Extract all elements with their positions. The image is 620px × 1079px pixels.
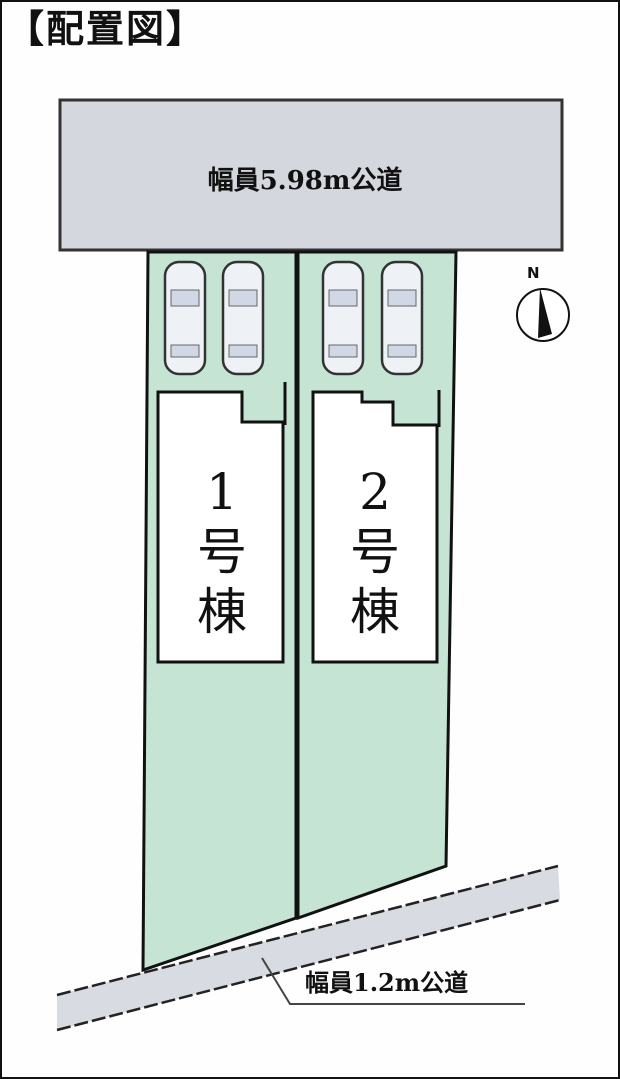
lot-2-suffix: 号 <box>350 523 400 581</box>
house-2 <box>311 390 439 664</box>
south-road-label: 幅員1.2m公道 <box>305 968 469 997</box>
car-icon <box>380 260 424 376</box>
lot-2-number: 2 <box>359 463 391 521</box>
north-road <box>58 98 564 252</box>
north-compass-icon <box>516 288 570 342</box>
lot-2-label: 2 号 棟 <box>345 462 405 642</box>
lot-2-building: 棟 <box>350 583 400 641</box>
car-icon <box>163 260 207 376</box>
lot-1-label: 1 号 棟 <box>192 462 252 642</box>
south-road-leader <box>261 957 525 1005</box>
lot-1-number: 1 <box>206 463 238 521</box>
lot-1-suffix: 号 <box>197 523 247 581</box>
diagram-title: 【配置図】 <box>6 7 207 51</box>
house-1 <box>156 390 285 664</box>
car-icon <box>221 260 265 376</box>
lot-1-building: 棟 <box>197 583 247 641</box>
north-label: N <box>527 264 540 282</box>
south-road <box>57 866 560 1030</box>
car-icon <box>321 260 365 376</box>
north-road-label: 幅員5.98m公道 <box>207 166 403 196</box>
